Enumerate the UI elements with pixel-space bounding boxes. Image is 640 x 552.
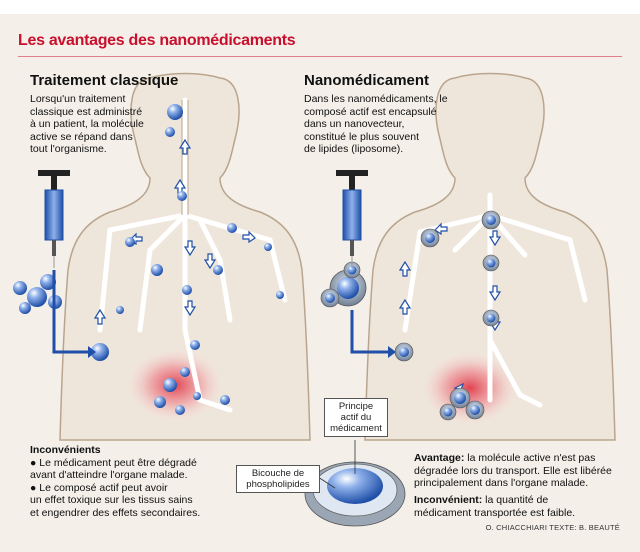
inconvenient-line: et engendrer des effets secondaires.	[30, 506, 201, 519]
inconvenient-line: ● Le médicament peut être dégradé	[30, 456, 197, 469]
left-molecules	[13, 104, 284, 415]
left-injection-arrowhead	[88, 346, 96, 358]
right-injection-arrowhead	[388, 346, 396, 358]
callout-line: Principe	[338, 401, 374, 412]
inconvenient-right-text: la quantité de	[482, 494, 549, 506]
right-line: constitué le plus souvent	[304, 130, 419, 143]
avantage-label: Avantage:	[414, 452, 465, 464]
inconvenient-right-label: Inconvénient:	[414, 494, 483, 506]
left-inconvenients: Inconvénients ● Le médicament peut être …	[30, 444, 200, 519]
right-liposomes	[320, 210, 501, 421]
title-rule	[18, 56, 622, 57]
left-line: tout l'organisme.	[30, 143, 107, 155]
left-line: à un patient, la molécule	[30, 118, 144, 130]
inconvenient-right-block: Inconvénient: la quantité de médicament …	[414, 494, 575, 519]
bicouche-leader	[317, 476, 336, 489]
left-line: Lorsqu'un traitement	[30, 93, 126, 105]
callout-line: médicament	[330, 423, 382, 434]
right-line: composé actif est encapsulé	[304, 105, 437, 118]
right-description: Dans les nanomédicaments, le composé act…	[304, 93, 448, 156]
inconvenient-line: ● Le composé actif peut avoir	[30, 481, 168, 494]
left-description: Lorsqu'un traitement classique est admin…	[30, 93, 144, 156]
avantage-line: Avantage: la molécule active n'est pas	[414, 452, 612, 465]
right-syringe	[336, 170, 368, 268]
inconvenient-line: avant d'atteindre l'organe malade.	[30, 469, 188, 481]
callout-line: Bicouche de	[251, 468, 305, 479]
inconvenient-right-line: Inconvénient: la quantité de	[414, 494, 575, 507]
top-margin	[0, 0, 640, 14]
avantage-block: Avantage: la molécule active n'est pas d…	[414, 452, 612, 490]
left-heading: Traitement classique	[30, 72, 179, 89]
inconvenients-heading: Inconvénients	[30, 444, 101, 456]
avantage-line: principalement dans l'organe malade.	[414, 477, 589, 489]
credit-line: O. CHIACCHIARI TEXTE: B. BEAUTÉ	[485, 523, 620, 532]
right-line: de lipides (liposome).	[304, 143, 404, 155]
principe-callout: Principe actif du médicament	[324, 398, 388, 437]
callout-line: phospholipides	[246, 479, 310, 490]
bicouche-callout: Bicouche de phospholipides	[236, 465, 320, 493]
inconvenient-line: un effet toxique sur les tissus sains	[30, 494, 193, 506]
right-line: Dans les nanomédicaments, le	[304, 93, 448, 105]
avantage-text: la molécule active n'est pas	[464, 452, 596, 464]
avantage-line: dégradée lors du transport. Elle est lib…	[414, 464, 612, 477]
right-line: dans un nanovecteur,	[304, 118, 405, 130]
left-syringe	[38, 170, 70, 268]
right-heading: Nanomédicament	[304, 72, 430, 89]
liposome-detail	[304, 461, 406, 527]
left-line: classique est administré	[30, 105, 143, 118]
page-title: Les avantages des nanomédicaments	[18, 32, 296, 49]
left-line: active se répand dans	[30, 130, 133, 143]
callout-line: actif du	[340, 412, 372, 423]
left-injection-line	[52, 270, 92, 354]
right-injection-line	[350, 310, 392, 354]
inconvenient-right-line: médicament transportée est faible.	[414, 506, 576, 519]
